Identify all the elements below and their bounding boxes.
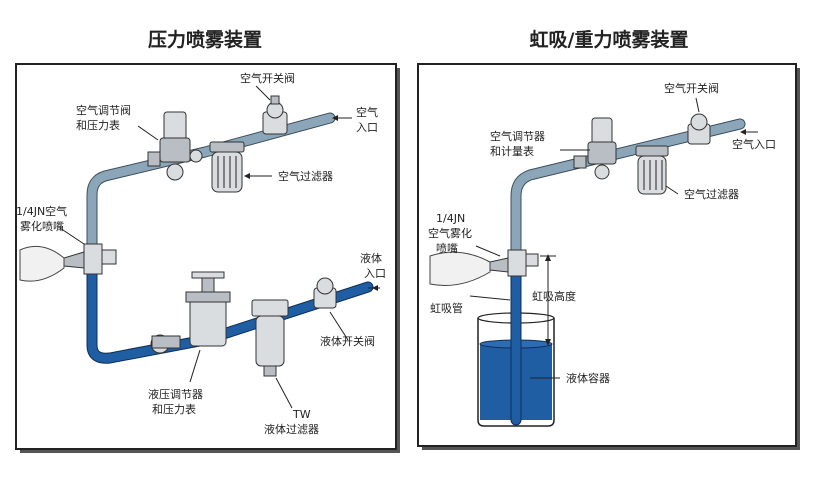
right-hand-illustration	[429, 251, 491, 286]
left-label-air-regulator-2: 和压力表	[76, 118, 120, 132]
right-label-siphon-tube: 虹吸管	[430, 301, 463, 315]
left-label-tw-filter-2: 液体过滤器	[264, 422, 319, 436]
right-panel: 空气开关阀 空气调节器 和计量表 空气入口 空气过滤器 1/4JN 空气雾化 喷…	[417, 63, 800, 450]
left-tw-filter[interactable]	[251, 299, 289, 377]
right-label-siphon-height: 虹吸高度	[532, 289, 576, 303]
left-air-filter[interactable]	[209, 141, 245, 193]
left-label-air-switch-valve: 空气开关阀	[240, 71, 295, 85]
left-air-switch-valve[interactable]	[262, 95, 288, 135]
left-label-nozzle-2: 雾化喷嘴	[20, 219, 64, 233]
left-leaders	[59, 85, 380, 409]
left-liquid-pipe	[87, 265, 373, 363]
left-label-nozzle-1: 1/4JN空气	[16, 204, 67, 218]
left-label-liquid-inlet-2: 入口	[364, 267, 386, 280]
left-panel: 空气开关阀 空气 入口 空气调节阀 和压力表 空气过滤器 1/4JN空气 雾化喷…	[15, 63, 400, 453]
right-air-pipe	[511, 119, 745, 260]
right-label-air-switch-valve: 空气开关阀	[664, 81, 719, 95]
left-liquid-switch-valve[interactable]	[313, 277, 337, 309]
right-label-air-regulator-2: 和计量表	[490, 144, 534, 158]
left-label-liquid-inlet-1: 液体	[360, 251, 382, 265]
right-label-air-inlet: 空气入口	[732, 137, 776, 151]
left-label-air-inlet-2: 入口	[356, 121, 378, 134]
right-label-air-filter: 空气过滤器	[684, 187, 739, 201]
left-label-air-inlet-1: 空气	[356, 105, 378, 119]
right-air-regulator[interactable]	[573, 117, 617, 180]
left-liquid-regulator[interactable]	[150, 271, 231, 354]
right-label-nozzle-3: 喷嘴	[436, 242, 458, 255]
right-label-nozzle-1: 1/4JN	[436, 212, 465, 225]
right-panel-title: 虹吸/重力喷雾装置	[530, 28, 689, 51]
left-label-air-regulator-1: 空气调节阀	[76, 103, 131, 117]
left-label-liquid-regulator-1: 液压调节器	[148, 387, 203, 401]
right-label-nozzle-2: 空气雾化	[428, 226, 472, 240]
left-air-pipe	[87, 113, 335, 255]
left-hand-illustration	[19, 245, 65, 282]
right-air-switch-valve[interactable]	[687, 113, 711, 145]
right-nozzle[interactable]	[429, 249, 539, 286]
right-label-liquid-container: 液体容器	[566, 371, 610, 385]
right-air-filter[interactable]	[635, 145, 669, 195]
left-panel-title: 压力喷雾装置	[148, 28, 262, 51]
left-nozzle[interactable]	[19, 243, 117, 282]
right-leaders	[469, 97, 758, 379]
left-air-regulator[interactable]	[147, 111, 203, 181]
left-label-liquid-switch-valve: 液体开关阀	[320, 334, 375, 348]
right-label-air-regulator-1: 空气调节器	[490, 129, 545, 143]
right-siphon-height-dimension	[540, 254, 556, 346]
left-label-air-filter: 空气过滤器	[278, 169, 333, 183]
left-label-liquid-regulator-2: 和压力表	[152, 402, 196, 416]
left-label-tw-filter-1: TW	[292, 408, 311, 421]
